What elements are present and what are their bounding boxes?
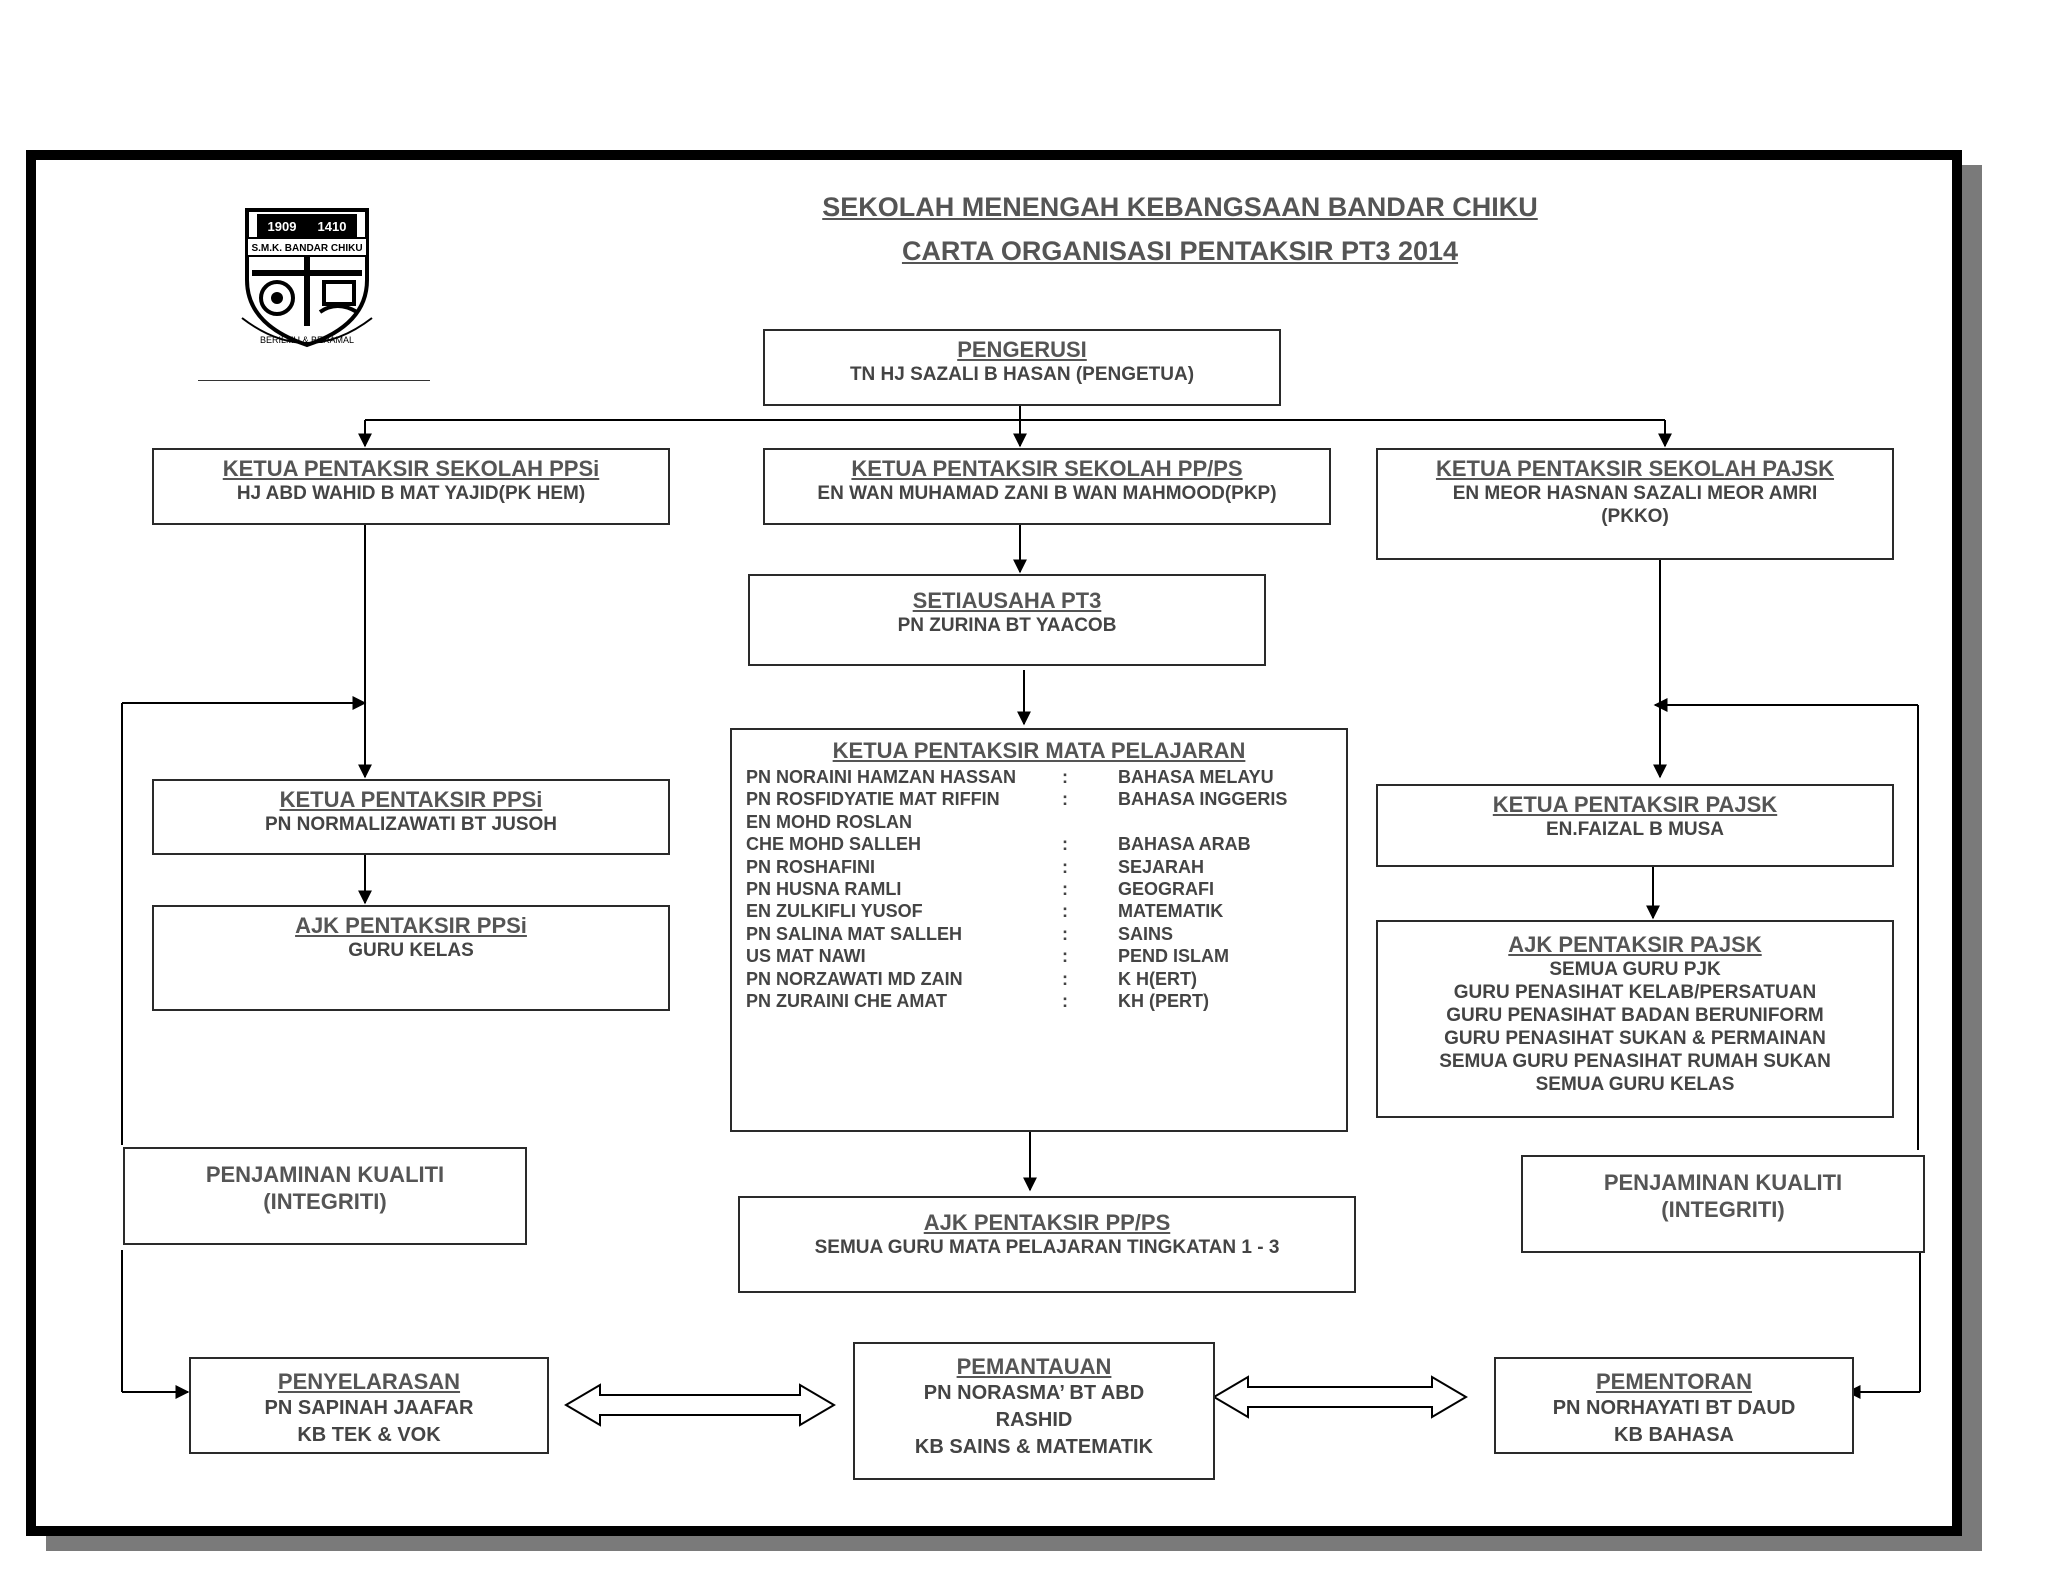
subject-name: SEJARAH — [1118, 856, 1205, 877]
node-line: KB SAINS & MATEMATIK — [914, 1436, 1154, 1458]
subject-name: MATEMATIK — [1118, 901, 1224, 922]
logo-year-right: 1410 — [318, 219, 347, 234]
separator: : — [1062, 968, 1068, 989]
teacher-name: US MAT NAWI — [746, 946, 866, 967]
separator: : — [1062, 767, 1068, 787]
node-line: KB BAHASA — [1614, 1424, 1734, 1446]
node-line: GURU PENASIHAT BADAN BERUNIFORM — [1446, 1005, 1824, 1026]
node-title: AJK PENTAKSIR PP/PS — [923, 1210, 1171, 1235]
node-ketua-pentaksir-mata-pelajaran: KETUA PENTAKSIR MATA PELAJARAN — [730, 728, 1348, 1132]
node-title: AJK PENTAKSIR PPSi — [295, 913, 527, 938]
subject-name: KH (PERT) — [1118, 990, 1209, 1011]
subject-name: BAHASA ARAB — [1118, 834, 1251, 855]
node-line: PN NORHAYATI BT DAUD — [1552, 1397, 1796, 1419]
subject-name: SAINS — [1118, 923, 1174, 944]
node-ketua-pentaksir-ppsi: KETUA PENTAKSIR PPSi PN NORMALIZAWATI BT… — [152, 779, 670, 855]
teacher-name: PN NORAINI HAMZAN HASSAN — [746, 767, 1016, 787]
subject-name: K H(ERT) — [1118, 968, 1197, 989]
node-line: PN SAPINAH JAAFAR — [264, 1397, 474, 1419]
node-pemantauan: PEMANTAUAN PN NORASMA’ BT ABD RASHID KB … — [853, 1342, 1215, 1480]
node-title: SETIAUSAHA PT3 — [912, 588, 1102, 613]
logo-year-left: 1909 — [268, 219, 297, 234]
teacher-name: EN ZULKIFLI YUSOF — [746, 901, 923, 922]
node-title: KETUA PENTAKSIR SEKOLAH PAJSK — [1435, 456, 1835, 481]
school-crest-icon: 1909 1410 S.M.K. BANDAR CHIKU BERILMU & … — [241, 208, 373, 348]
node-line: GURU PENASIHAT SUKAN & PERMAINAN — [1444, 1028, 1826, 1049]
node-line: (INTEGRITI) — [263, 1189, 387, 1214]
node-title: KETUA PENTAKSIR SEKOLAH PPSi — [222, 456, 600, 481]
node-line: HJ ABD WAHID B MAT YAJID(PK HEM) — [236, 483, 586, 504]
separator: : — [1062, 946, 1068, 967]
subject-name: PEND ISLAM — [1118, 946, 1230, 967]
node-ketua-pentaksir-sekolah-pajsk: KETUA PENTAKSIR SEKOLAH PAJSK EN MEOR HA… — [1376, 448, 1894, 560]
teacher-name: PN HUSNA RAMLI — [746, 878, 902, 899]
separator: : — [1062, 901, 1068, 922]
node-pengerusi: PENGERUSI TN HJ SAZALI B HASAN (PENGETUA… — [763, 329, 1281, 406]
separator: : — [1062, 856, 1068, 877]
node-title: PEMENTORAN — [1595, 1369, 1753, 1394]
node-line: PN NORMALIZAWATI BT JUSOH — [264, 814, 558, 835]
node-line: (INTEGRITI) — [1661, 1197, 1785, 1222]
node-line: SEMUA GURU PJK — [1549, 959, 1721, 980]
node-penjaminan-kualiti-left: PENJAMINAN KUALITI (INTEGRITI) — [123, 1147, 527, 1245]
node-line: PN NORASMA’ BT ABD — [923, 1382, 1145, 1404]
node-title: KETUA PENTAKSIR SEKOLAH PP/PS — [851, 456, 1243, 481]
node-penyelarasan: PENYELARASAN PN SAPINAH JAAFAR KB TEK & … — [189, 1357, 549, 1454]
node-title: PEMANTAUAN — [956, 1354, 1112, 1379]
subject-name: BAHASA MELAYU — [1118, 767, 1274, 787]
node-line: SEMUA GURU PENASIHAT RUMAH SUKAN — [1439, 1051, 1831, 1072]
teacher-name: PN ROSHAFINI — [746, 856, 876, 877]
node-ajk-pentaksir-ppps: AJK PENTAKSIR PP/PS SEMUA GURU MATA PELA… — [738, 1196, 1356, 1293]
node-title: KETUA PENTAKSIR PPSi — [279, 787, 543, 812]
node-title: KETUA PENTAKSIR PAJSK — [1492, 792, 1778, 817]
node-ajk-pentaksir-pajsk: AJK PENTAKSIR PAJSK SEMUA GURU PJK GURU … — [1376, 920, 1894, 1118]
node-ajk-pentaksir-ppsi: AJK PENTAKSIR PPSi GURU KELAS — [152, 905, 670, 1011]
node-pementoran: PEMENTORAN PN NORHAYATI BT DAUD KB BAHAS… — [1494, 1357, 1854, 1454]
node-title: PENGERUSI — [957, 337, 1087, 362]
subject-name: BAHASA INGGERIS — [1118, 789, 1288, 810]
separator: : — [1062, 923, 1068, 944]
teacher-name: PN NORZAWATI MD ZAIN — [746, 968, 963, 989]
node-line: GURU KELAS — [348, 940, 474, 961]
node-line: EN.FAIZAL B MUSA — [1545, 819, 1725, 840]
node-penjaminan-kualiti-right: PENJAMINAN KUALITI (INTEGRITI) — [1521, 1155, 1925, 1253]
logo-motto: BERILMU & BERAMAL — [260, 335, 354, 345]
node-line: PENJAMINAN KUALITI — [205, 1162, 445, 1187]
node-line: GURU PENASIHAT KELAB/PERSATUAN — [1453, 982, 1817, 1003]
teacher-name: PN ROSFIDYATIE MAT RIFFIN — [746, 789, 1000, 810]
double-arrow-left — [564, 1383, 836, 1427]
school-name: SEKOLAH MENENGAH KEBANGSAAN BANDAR CHIKU — [822, 192, 1538, 222]
separator: : — [1062, 990, 1068, 1011]
node-line: EN MEOR HASNAN SAZALI MEOR AMRI — [1452, 483, 1818, 504]
signature-line — [198, 380, 430, 381]
node-line: KB TEK & VOK — [297, 1424, 441, 1446]
separator: : — [1062, 834, 1068, 855]
separator: : — [1062, 878, 1068, 899]
subject-name: GEOGRAFI — [1118, 878, 1215, 899]
node-line: EN WAN MUHAMAD ZANI B WAN MAHMOOD(PKP) — [817, 483, 1277, 504]
node-ketua-pentaksir-sekolah-ppps: KETUA PENTAKSIR SEKOLAH PP/PS EN WAN MUH… — [763, 448, 1331, 525]
node-title: KETUA PENTAKSIR MATA PELAJARAN — [832, 738, 1246, 763]
teacher-name: CHE MOHD SALLEH — [746, 834, 921, 855]
node-line: PENJAMINAN KUALITI — [1603, 1170, 1843, 1195]
teacher-name: EN MOHD ROSLAN — [746, 811, 912, 832]
node-line: SEMUA GURU MATA PELAJARAN TINGKATAN 1 - … — [814, 1237, 1280, 1258]
node-line: TN HJ SAZALI B HASAN (PENGETUA) — [849, 364, 1195, 385]
node-line: SEMUA GURU KELAS — [1535, 1074, 1735, 1095]
separator: : — [1062, 789, 1068, 810]
teacher-name: PN ZURAINI CHE AMAT — [746, 990, 947, 1011]
logo-name: S.M.K. BANDAR CHIKU — [251, 243, 362, 254]
node-line: (PKKO) — [1601, 506, 1669, 527]
node-line: PN ZURINA BT YAACOB — [897, 615, 1117, 636]
chart-title: CARTA ORGANISASI PENTAKSIR PT3 2014 — [901, 236, 1459, 266]
teacher-name: PN SALINA MAT SALLEH — [746, 923, 962, 944]
node-title: AJK PENTAKSIR PAJSK — [1508, 932, 1762, 957]
node-ketua-pentaksir-pajsk: KETUA PENTAKSIR PAJSK EN.FAIZAL B MUSA — [1376, 784, 1894, 867]
double-arrow-right — [1212, 1375, 1468, 1419]
node-line: RASHID — [995, 1409, 1073, 1431]
node-ketua-pentaksir-sekolah-ppsi: KETUA PENTAKSIR SEKOLAH PPSi HJ ABD WAHI… — [152, 448, 670, 525]
node-setiausaha-pt3: SETIAUSAHA PT3 PN ZURINA BT YAACOB — [748, 574, 1266, 666]
node-title: PENYELARASAN — [277, 1369, 461, 1394]
